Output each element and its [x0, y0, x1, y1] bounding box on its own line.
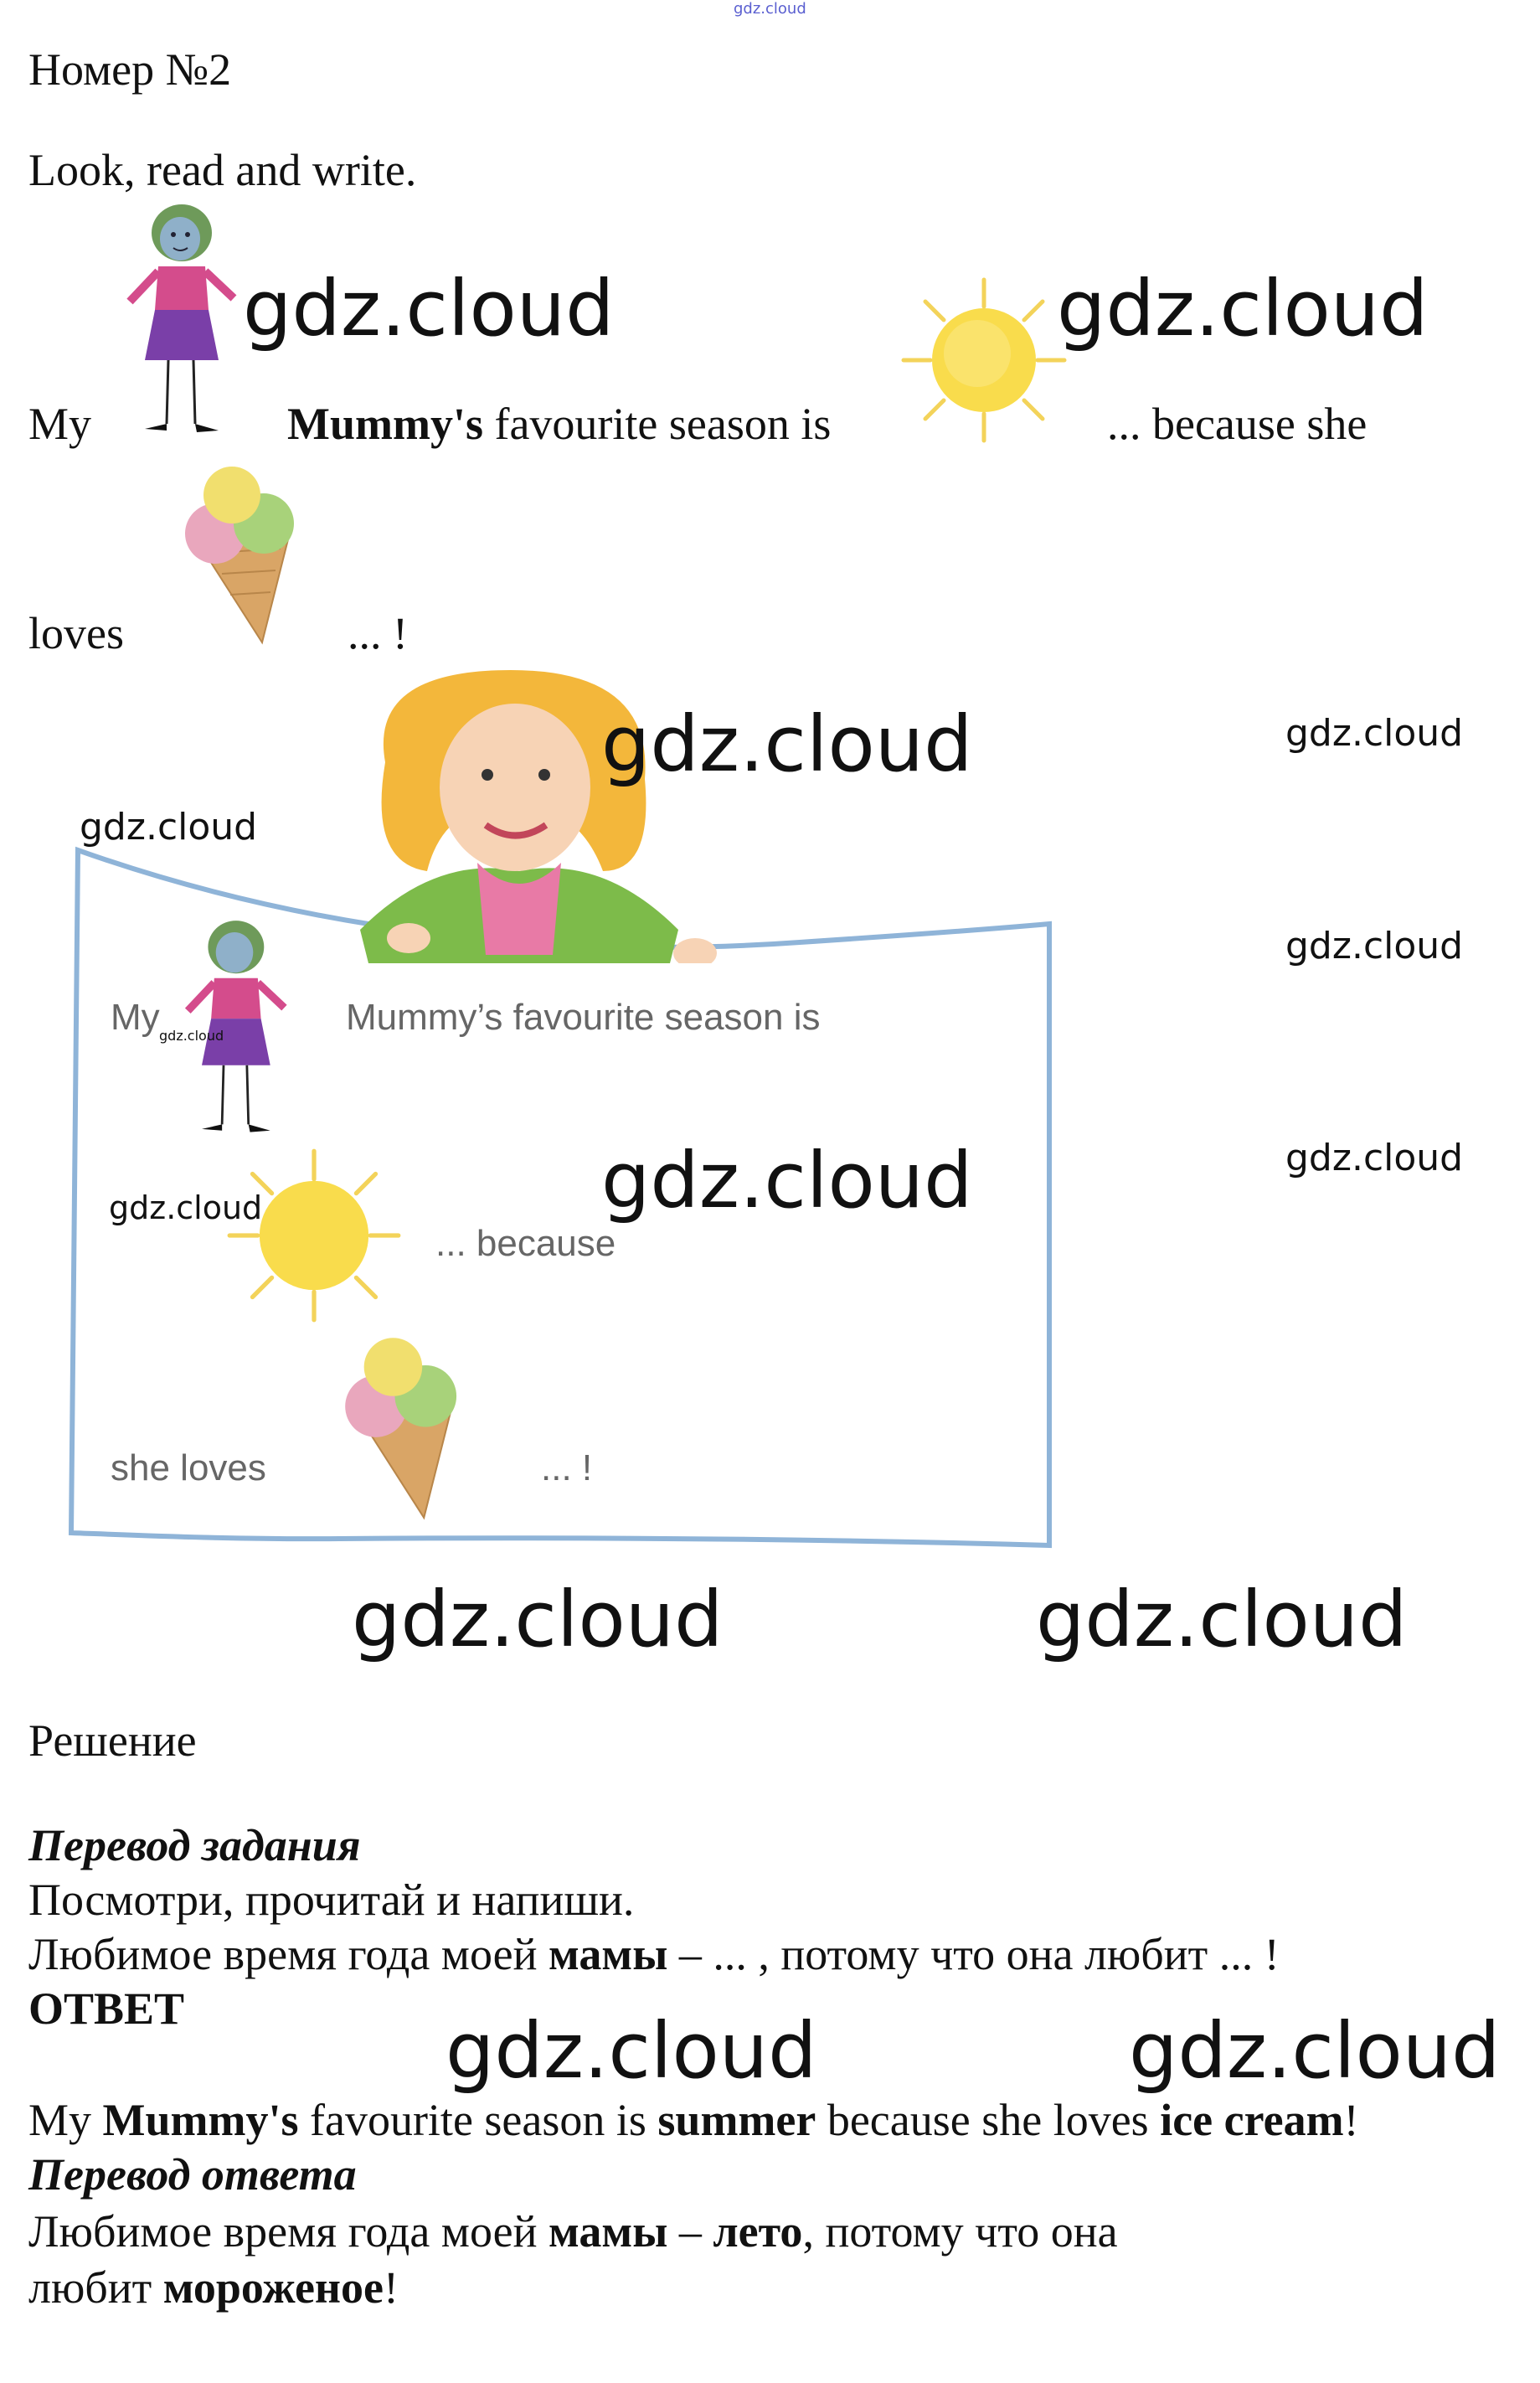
board-my: My [111, 997, 160, 1038]
at1-c: – [667, 2206, 713, 2257]
at1-e: , потому что она [802, 2206, 1118, 2257]
ice-cream-icon [163, 456, 306, 645]
task-line1-mummy: Mummy's [287, 399, 483, 449]
watermark-8: gdz.cloud [601, 1136, 973, 1225]
translation-heading: Перевод задания [28, 1820, 361, 1870]
board-ending: ... ! [541, 1447, 593, 1488]
board-girl-drawing-icon [180, 909, 289, 1152]
board-ice-cream-icon [322, 1328, 469, 1520]
at2-c: ! [384, 2262, 399, 2313]
answer-c: favourite season is [298, 2095, 658, 2145]
watermark-13: gdz.cloud [446, 2006, 817, 2096]
at2-b: мороженое [162, 2262, 384, 2313]
board-mummy-line: Mummy’s favourite season is [346, 997, 821, 1038]
task-line1-my: My [28, 399, 92, 449]
task-line2-ending: ... ! [348, 608, 408, 658]
watermark-6: gdz.cloud [1285, 925, 1464, 967]
watermark-14: gdz.cloud [1129, 2006, 1501, 2096]
answer-d: summer [657, 2095, 816, 2145]
task-line1-rest: favourite season is [494, 399, 832, 449]
answer-translation-line1: Любимое время года моей мамы – лето, пот… [28, 2205, 1118, 2257]
watermark-9: gdz.cloud [109, 1189, 263, 1226]
answer-e: because she loves [816, 2095, 1161, 2145]
watermark-5: gdz.cloud [80, 806, 258, 848]
at1-b: мамы [549, 2206, 668, 2257]
translation-line1: Посмотри, прочитай и напиши. [28, 1875, 635, 1925]
translation-line2-b: мамы [549, 1929, 668, 1979]
at1-d: лето [713, 2206, 803, 2257]
board-because: ... because [435, 1223, 616, 1264]
answer-translation-heading: Перевод ответа [28, 2149, 357, 2200]
watermark-3: gdz.cloud [601, 699, 973, 789]
answer-b: Mummy's [102, 2095, 299, 2145]
watermark-11: gdz.cloud [352, 1575, 724, 1664]
translation-line2-c: – ... , потому что она любит ... ! [667, 1929, 1280, 1979]
girl-drawing-icon [121, 201, 239, 444]
watermark-10: gdz.cloud [159, 1028, 224, 1044]
translation-line2-a: Любимое время года моей [28, 1929, 549, 1979]
translation-line2: Любимое время года моей мамы – ... , пот… [28, 1928, 1280, 1980]
answer-text: My Mummy's favourite season is summer be… [28, 2094, 1359, 2146]
sun-icon [900, 276, 1068, 444]
at1-a: Любимое время года моей [28, 2206, 549, 2257]
answer-heading: ОТВЕТ [28, 1983, 185, 2034]
smiling-woman-icon [301, 662, 729, 963]
board-sun-icon [226, 1148, 402, 1323]
answer-a: My [28, 2095, 103, 2145]
watermark-2: gdz.cloud [1057, 264, 1429, 353]
answer-translation-line2: любит мороженое! [28, 2262, 399, 2313]
watermark-1: gdz.cloud [243, 264, 615, 353]
watermark-4: gdz.cloud [1285, 712, 1464, 755]
answer-f: ice cream [1160, 2095, 1344, 2145]
task-line1-mummy-phrase: Mummy's favourite season is [287, 398, 831, 450]
answer-g: ! [1343, 2095, 1359, 2145]
exercise-number: Номер №2 [28, 44, 232, 95]
task-line2-loves: loves [28, 608, 124, 658]
exercise-instruction: Look, read and write. [28, 145, 417, 195]
watermark-12: gdz.cloud [1036, 1575, 1408, 1664]
top-watermark: gdz.cloud [734, 0, 806, 18]
board-she-loves: she loves [111, 1447, 266, 1488]
solution-heading: Решение [28, 1715, 197, 1766]
task-line1-ending: ... because she [1107, 399, 1367, 449]
at2-a: любит [28, 2262, 163, 2313]
watermark-7: gdz.cloud [1285, 1137, 1464, 1179]
